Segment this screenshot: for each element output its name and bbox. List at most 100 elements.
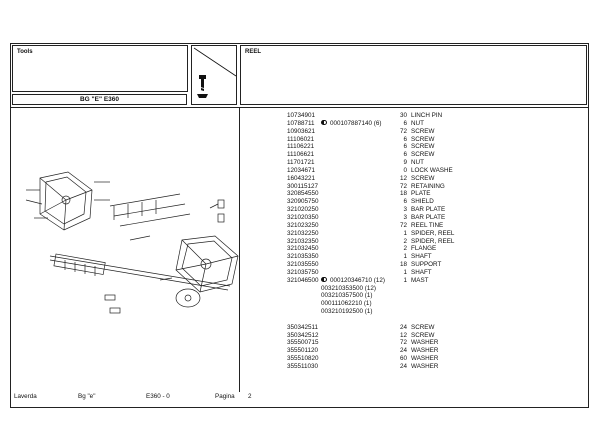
part-code: 320854550 (287, 190, 319, 198)
part-quantity-text: 60 (399, 355, 407, 363)
part-code-text: 16043221 (287, 174, 316, 182)
part-code: 10903621 (287, 128, 315, 136)
part-code: 11701721 (287, 159, 315, 167)
part-quantity-text: 2 (403, 237, 407, 245)
part-description: BAR PLATE (411, 206, 445, 214)
part-description: REEL TINE (411, 222, 443, 230)
part-description: SUPPORT (411, 261, 441, 269)
part-description: SPIDER, REEL (411, 230, 454, 238)
part-quantity: 1 (391, 230, 407, 238)
part-code: 10788711 (287, 120, 315, 128)
part-quantity: 30 (391, 112, 407, 120)
part-description-text: SHAFT (411, 268, 432, 276)
part-quantity: 3 (391, 206, 407, 214)
part-quantity: 2 (391, 238, 407, 246)
part-quantity: 0 (391, 167, 407, 175)
part-description-text: SHIELD (411, 198, 434, 206)
part-quantity-text: 6 (403, 119, 407, 127)
part-quantity: 9 (391, 159, 407, 167)
part-quantity-text: 18 (399, 190, 407, 198)
footer-page-label: Pagina (215, 393, 235, 400)
part-quantity-text: 24 (399, 347, 407, 355)
part-code: 321035350 (287, 253, 319, 261)
part-code: 321046500 (287, 277, 319, 285)
model-label: BG "E" E360 (12, 94, 187, 105)
part-quantity-text: 6 (403, 143, 407, 151)
part-quantity-text: 3 (403, 213, 407, 221)
part-code: 321032250 (287, 230, 319, 238)
part-description: PLATE (411, 190, 430, 198)
part-description: WASHER (411, 347, 438, 355)
part-code-text: 321020350 (287, 213, 319, 221)
part-description: SCREW (411, 332, 434, 340)
part-description-text: BAR PLATE (411, 206, 446, 214)
part-description-text: NUT (411, 119, 424, 127)
part-quantity-text: 9 (403, 159, 407, 167)
part-quantity-text: 24 (399, 323, 407, 331)
part-quantity: 6 (391, 143, 407, 151)
part-quantity-text: 72 (399, 127, 407, 135)
part-quantity: 1 (391, 277, 407, 285)
part-description: BAR PLATE (411, 214, 445, 222)
part-quantity: 6 (391, 120, 407, 128)
part-code-text: 320905750 (287, 198, 319, 206)
part-code-text: 321020250 (287, 206, 319, 214)
part-code-text: 321032250 (287, 229, 319, 237)
part-quantity-text: 1 (403, 276, 407, 284)
part-description-text: SCREW (411, 151, 435, 159)
footer-model: Bg "e" (78, 393, 96, 400)
part-description-text: PLATE (411, 190, 431, 198)
part-code: 350342512 (287, 332, 319, 340)
part-quantity: 24 (391, 324, 407, 332)
part-quantity: 6 (391, 151, 407, 159)
part-quantity-text: 6 (403, 135, 407, 143)
part-description-text: WASHER (411, 339, 439, 347)
part-description: NUT (411, 159, 424, 167)
part-code: 12034671 (287, 167, 315, 175)
group-box: REEL (240, 45, 587, 105)
part-quantity-text: 1 (403, 253, 407, 261)
part-quantity-text: 0 (403, 166, 407, 174)
part-reference: 003210353500 (12) (321, 285, 376, 293)
part-code-text: 11106621 (287, 151, 315, 159)
part-code-text: 321032350 (287, 237, 319, 245)
part-description: WASHER (411, 363, 438, 371)
part-reference: 003210192500 (1) (321, 308, 372, 316)
footer-brand: Laverda (14, 393, 37, 400)
part-reference: 003210357500 (1) (321, 292, 372, 300)
part-quantity: 24 (391, 347, 407, 355)
part-code-text: 10788711 (287, 119, 315, 127)
part-description-text: WASHER (411, 363, 439, 370)
part-description: FLANGE (411, 245, 436, 253)
part-quantity-text: 1 (403, 229, 407, 237)
part-code-text: 321035750 (287, 268, 319, 276)
part-description-text: WASHER (411, 347, 439, 355)
part-code-text: 321046500 (287, 276, 319, 284)
part-description: SHAFT (411, 253, 432, 261)
part-quantity-text: 72 (399, 221, 407, 229)
part-reference-text: 000111062210 (1) (321, 300, 372, 308)
part-quantity-text: 18 (399, 261, 407, 269)
part-description: NUT (411, 120, 424, 128)
part-code-text: 10903621 (287, 127, 316, 135)
part-reference: 000120346710 (12) (321, 277, 385, 285)
part-code: 321020250 (287, 206, 319, 214)
part-quantity: 1 (391, 269, 407, 277)
part-description-text: SCREW (411, 135, 435, 143)
part-quantity: 2 (391, 245, 407, 253)
part-description-text: SUPPORT (411, 261, 442, 269)
part-quantity-text: 6 (403, 198, 407, 206)
part-code-text: 355500715 (287, 339, 319, 347)
part-description-text: SPIDER, REEL (411, 237, 455, 245)
header-divider (10, 107, 589, 108)
tools-label: Tools (17, 49, 33, 55)
part-quantity-text: 3 (403, 206, 407, 214)
part-quantity: 6 (391, 198, 407, 206)
part-description-text: SCREW (411, 143, 435, 151)
part-quantity-text: 24 (399, 363, 407, 370)
part-description: SHAFT (411, 269, 432, 277)
part-description: SCREW (411, 128, 434, 136)
part-description-text: LINCH PIN (411, 112, 443, 119)
part-code: 11106221 (287, 143, 314, 151)
tools-box: Tools (12, 45, 188, 92)
